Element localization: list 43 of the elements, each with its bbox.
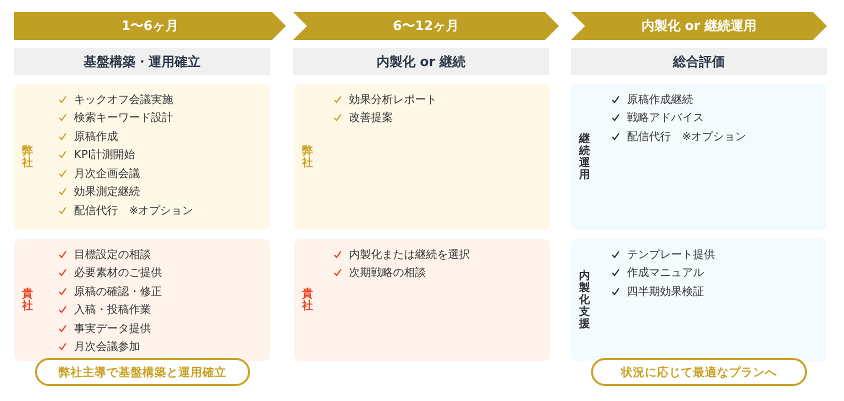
phase-banner: 1〜6ヶ月: [14, 12, 286, 40]
task-item: 入稿・投稿作業: [74, 302, 151, 318]
task-panel: [14, 84, 270, 230]
phase-banner: 6〜12ヶ月: [293, 12, 559, 40]
task-item: 事実データ提供: [74, 320, 151, 336]
phase-title: 基盤構築・運用確立: [14, 48, 270, 75]
summary-pill: 状況に応じて最適なプランへ: [591, 358, 807, 386]
summary-pill: 弊社主導で基盤構築と運用確立: [35, 358, 250, 386]
task-item: 原稿作成: [74, 128, 118, 144]
task-item: 配信代行 ※オプション: [627, 128, 746, 144]
task-item: 次期戦略の相談: [349, 265, 426, 280]
task-panel: [294, 239, 550, 361]
task-item: キックオフ会議実施: [74, 92, 173, 107]
task-panel: [14, 239, 270, 361]
task-item: KPI計測開始: [74, 147, 136, 162]
task-panel: [571, 84, 827, 230]
task-item: 目標設定の相談: [74, 246, 151, 262]
party-label: 貴社: [22, 288, 33, 312]
phase-banner: 内製化 or 継続運用: [571, 12, 827, 40]
task-item: 効果測定継続: [74, 184, 140, 200]
task-item: 作成マニュアル: [627, 265, 704, 280]
task-item: 月次会議参加: [74, 339, 140, 354]
phase-title: 内製化 or 継続: [293, 48, 549, 75]
party-label: 継続運用: [579, 132, 590, 182]
party-label: 内製化支援: [579, 270, 590, 330]
task-item: 原稿作成継続: [627, 92, 693, 107]
task-item: 必要素材のご提供: [74, 265, 162, 280]
task-item: 四半期効果検証: [627, 284, 704, 299]
task-item: 内製化または継続を選択: [349, 246, 470, 262]
task-item: 検索キーワード設計: [74, 110, 173, 126]
task-item: 配信代行 ※オプション: [74, 202, 194, 218]
task-item: 月次企画会議: [74, 166, 140, 181]
task-item: 改善提案: [349, 110, 393, 126]
party-label: 貴社: [302, 288, 313, 312]
party-label: 弊社: [302, 144, 313, 170]
task-item: 原稿の確認・修正: [74, 284, 162, 299]
task-item: テンプレート提供: [627, 246, 715, 262]
task-panel: [571, 239, 827, 361]
phase-title: 総合評価: [571, 48, 827, 75]
party-label: 弊社: [22, 144, 33, 170]
task-item: 効果分析レポート: [349, 92, 437, 107]
task-panel: [294, 84, 550, 230]
task-item: 戦略アドバイス: [627, 110, 704, 126]
